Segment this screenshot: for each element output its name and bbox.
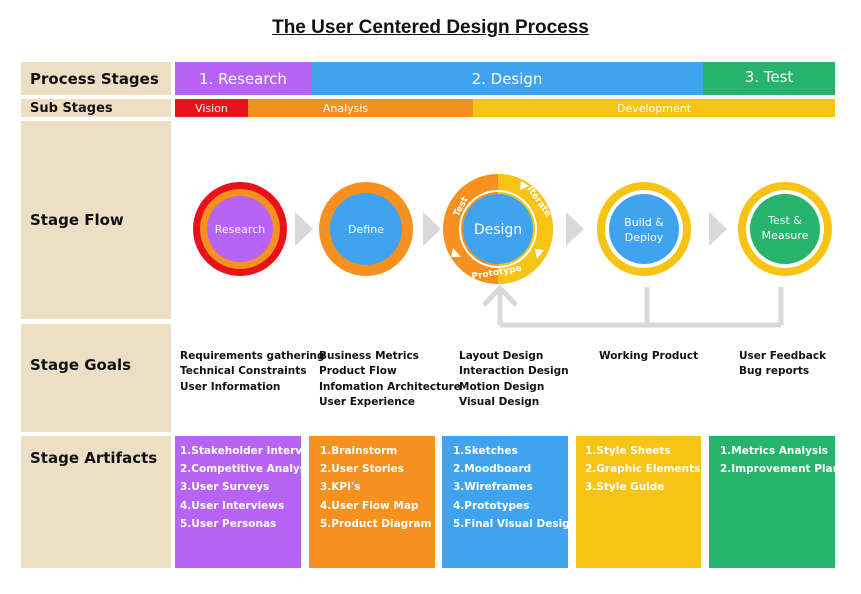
artifact-item: 2.Graphic Elements — [585, 463, 701, 476]
stage-bar-test: 3. Test — [703, 62, 835, 95]
goals-define: Business Metrics Product Flow Infomation… — [319, 349, 461, 411]
row-label-sub-stages: Sub Stages — [21, 99, 171, 117]
artifact-item: 4.Prototypes — [453, 499, 530, 512]
goals-research: Requirements gathering Technical Constra… — [180, 349, 325, 395]
row-label-stage-goals: Stage Goals — [21, 324, 171, 432]
goals-test: User Feedback Bug reports — [739, 349, 826, 380]
artifacts-test: 1.Metrics Analysis 2.Improvement Plan — [709, 436, 841, 568]
goal-item: User Information — [180, 380, 281, 393]
flow-label-measure: Measure — [762, 229, 809, 242]
artifact-item: 5.Product Diagram — [320, 517, 432, 530]
artifacts-research: 1.Stakeholder Interviews 2.Competitive A… — [175, 436, 329, 568]
artifact-item: 2.User Stories — [320, 463, 404, 476]
goal-item: Product Flow — [319, 365, 397, 378]
stage-bar-research: 1. Research — [175, 62, 311, 95]
artifact-item: 1.Brainstorm — [320, 445, 398, 457]
goals-build: Working Product — [599, 349, 698, 364]
chevron-right-icon — [295, 212, 313, 246]
flow-label-define: Define — [348, 223, 384, 236]
artifacts-design: 1.Sketches 2.Moodboard 3.Wireframes 4.Pr… — [442, 436, 578, 568]
artifact-item: 4.User Interviews — [180, 499, 285, 512]
goal-item: Requirements gathering — [180, 350, 325, 362]
artifact-item: 2.Moodboard — [453, 463, 532, 476]
sub-stage-development: Development — [473, 99, 835, 117]
artifact-item: 3.Style Guide — [585, 481, 665, 494]
artifact-item: 3.Wireframes — [453, 481, 533, 494]
goal-item: Infomation Architecture — [319, 380, 461, 393]
cycle-arrow-icon — [451, 248, 461, 257]
cycle-arrow-icon — [520, 181, 529, 190]
flow-node-research: Research — [193, 182, 287, 276]
flow-label-build: Build & — [624, 216, 664, 229]
goal-item: Working Product — [599, 350, 699, 362]
flow-label-test: Test & — [767, 214, 802, 227]
artifacts-build: 1.Style Sheets 2.Graphic Elements 3.Styl… — [576, 436, 701, 568]
artifact-item: 2.Improvement Plan — [720, 463, 841, 476]
artifact-item: 4.User Flow Map — [320, 499, 419, 512]
flow-node-define: Define — [319, 182, 413, 276]
goal-item: Bug reports — [739, 365, 810, 378]
artifact-item: 3.User Surveys — [180, 481, 270, 494]
artifact-item: 3.KPI's — [320, 481, 361, 494]
flow-node-design: Design Test Iterate Prototype — [443, 174, 553, 284]
artifact-item: 5.Final Visual Design — [453, 517, 578, 530]
artifact-item: 1.Sketches — [453, 445, 518, 457]
row-label-stage-artifacts: Stage Artifacts — [21, 436, 171, 568]
goal-item: Layout Design — [459, 350, 544, 362]
goal-item: Business Metrics — [319, 350, 419, 362]
artifacts-define: 1.Brainstorm 2.User Stories 3.KPI's 4.Us… — [309, 436, 435, 568]
artifact-item: 1.Style Sheets — [585, 445, 671, 457]
goal-item: User Experience — [319, 396, 416, 409]
flow-label-research: Research — [215, 223, 265, 236]
sub-stage-vision: Vision — [175, 99, 248, 117]
artifact-item: 5.User Personas — [180, 517, 277, 530]
chevron-right-icon — [423, 212, 441, 246]
flow-node-build-deploy: Build & Deploy — [597, 182, 691, 276]
row-label-process-stages: Process Stages — [21, 62, 171, 95]
goal-item: Interaction Design — [459, 365, 569, 378]
goal-item: Motion Design — [459, 380, 545, 393]
artifact-item: 2.Competitive Analysis — [180, 463, 316, 476]
page-title: The User Centered Design Process — [272, 17, 589, 38]
feedback-loop-arrow — [482, 284, 784, 328]
goal-item: Visual Design — [459, 396, 540, 409]
row-label-stage-flow: Stage Flow — [21, 121, 171, 319]
flow-label-design: Design — [474, 222, 522, 238]
stage-bar-design: 2. Design — [311, 62, 703, 95]
flow-label-deploy: Deploy — [625, 231, 664, 244]
goal-item: User Feedback — [739, 350, 827, 362]
sub-stage-analysis: Analysis — [248, 99, 473, 117]
goal-item: Technical Constraints — [180, 365, 307, 378]
goals-design: Layout Design Interaction Design Motion … — [459, 349, 569, 411]
artifact-item: 1.Stakeholder Interviews — [180, 445, 329, 457]
artifact-item: 1.Metrics Analysis — [720, 445, 829, 457]
chevron-right-icon — [709, 212, 727, 246]
cycle-arrow-icon — [535, 249, 544, 259]
flow-node-test-measure: Test & Measure — [738, 182, 832, 276]
chevron-right-icon — [566, 212, 584, 246]
